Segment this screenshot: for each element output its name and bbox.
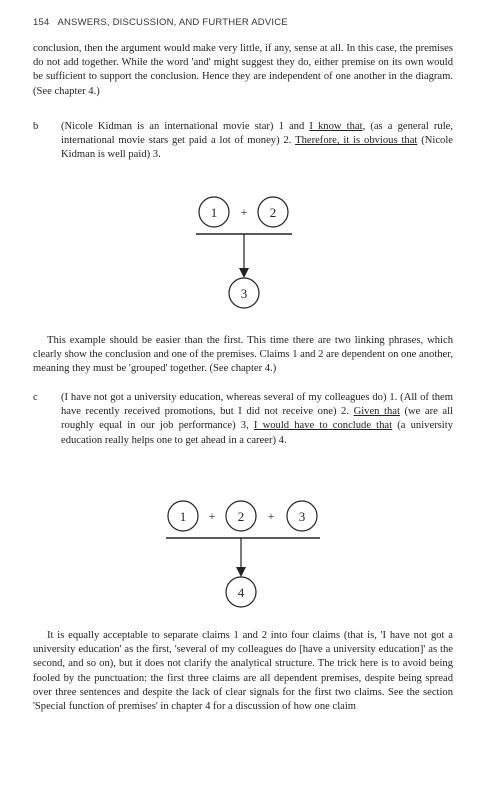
example-b-text-1: (Nicole Kidman is an international movie… — [61, 121, 310, 132]
claim-node-3-label: 3 — [241, 286, 248, 301]
example-c-label: c — [33, 392, 38, 403]
plus-operator-1: + — [209, 509, 216, 523]
example-c-text-2: (we are all roughly equal in our job per… — [61, 406, 453, 432]
paragraph-3: It is equally acceptable to separate cla… — [33, 630, 453, 713]
claim-node-3-label: 3 — [299, 509, 306, 524]
example-c-text: (I have not got a university education, … — [61, 391, 453, 448]
paragraph-1: conclusion, then the argument would make… — [33, 43, 453, 97]
example-b-link-phrase-1: I know that — [309, 121, 363, 132]
example-c-text-3: (a university education really helps one… — [61, 420, 453, 446]
support-arrow-head — [236, 567, 246, 577]
example-b-text-2: , (as a general rule, international movi… — [61, 121, 453, 147]
claim-node-4 — [225, 576, 257, 608]
claim-node-2-label: 2 — [238, 509, 245, 524]
example-b: b (Nicole Kidman is an international mov… — [33, 120, 453, 163]
plus-operator-2: + — [268, 509, 275, 523]
claim-node-1 — [167, 500, 199, 532]
claim-node-3 — [228, 277, 260, 309]
argument-diagram-c: 1 + 2 + 3 4 — [166, 500, 320, 608]
example-c-text-1: (I have not got a university education, … — [61, 392, 453, 418]
example-c-link-phrase-1: Given that — [353, 406, 400, 418]
claim-node-1-label: 1 — [211, 205, 218, 220]
running-title: ANSWERS, DISCUSSION, AND FURTHER ADVICE — [57, 17, 288, 28]
example-b-text-3: (Nicole Kidman is well paid) 3. — [61, 135, 453, 161]
claim-node-2 — [257, 196, 289, 228]
claim-node-2-label: 2 — [270, 205, 277, 220]
claim-node-1 — [198, 196, 230, 228]
example-b-text: (Nicole Kidman is an international movie… — [61, 120, 453, 163]
example-c-link-phrase-2: I would have to conclude that — [253, 420, 393, 432]
claim-node-3 — [286, 500, 318, 532]
paragraph-2: This example should be easier than the f… — [33, 335, 453, 375]
support-arrow-head — [239, 268, 249, 278]
argument-diagram-b: 1 + 2 3 — [196, 196, 292, 309]
running-header: 154 ANSWERS, DISCUSSION, AND FURTHER ADVI… — [33, 17, 288, 28]
claim-node-1-label: 1 — [180, 509, 187, 524]
example-c: c (I have not got a university education… — [33, 391, 453, 448]
example-b-label: b — [33, 121, 39, 132]
page-number: 154 — [33, 17, 50, 28]
example-b-link-phrase-2: Therefore, it is obvious that — [295, 135, 418, 147]
claim-node-2 — [225, 500, 257, 532]
plus-operator: + — [241, 205, 248, 219]
claim-node-4-label: 4 — [238, 585, 245, 600]
